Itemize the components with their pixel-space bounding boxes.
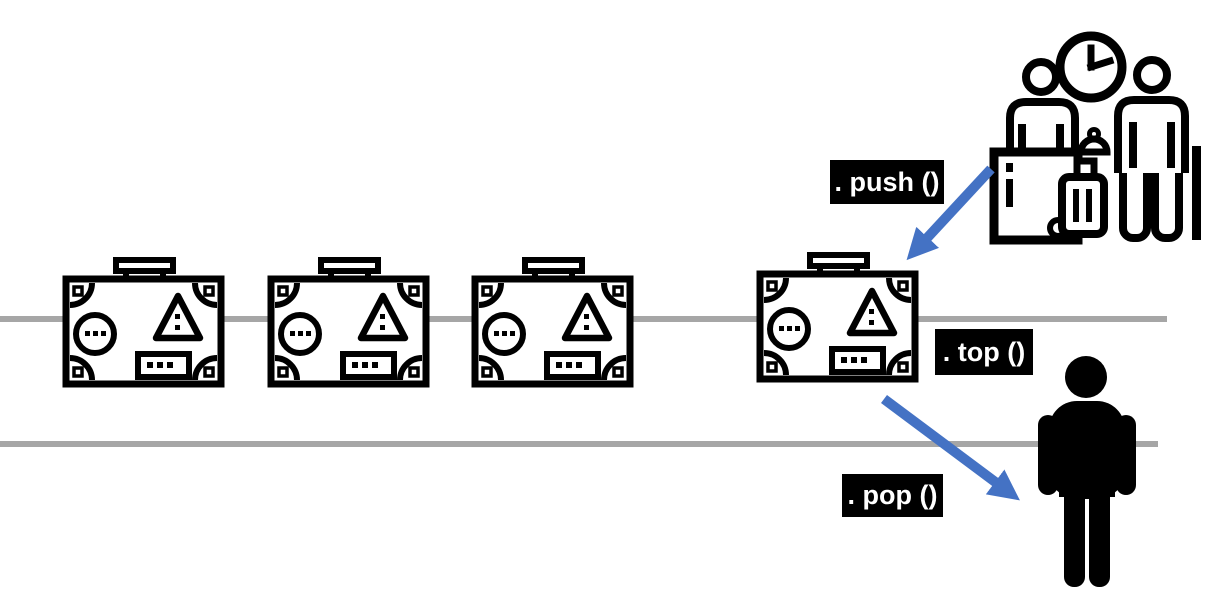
suitcase-icon-3 bbox=[471, 256, 634, 388]
top-label: . top () bbox=[935, 329, 1033, 375]
suitcase-icon-4 bbox=[756, 251, 919, 383]
checkin-counter-icon bbox=[989, 31, 1201, 245]
pop-label: . pop () bbox=[842, 474, 943, 517]
conveyor-line-bottom bbox=[0, 441, 1158, 447]
suitcase-icon-2 bbox=[267, 256, 430, 388]
push-label: . push () bbox=[830, 160, 944, 204]
passenger-icon bbox=[1038, 356, 1136, 587]
suitcase-icon-1 bbox=[62, 256, 225, 388]
